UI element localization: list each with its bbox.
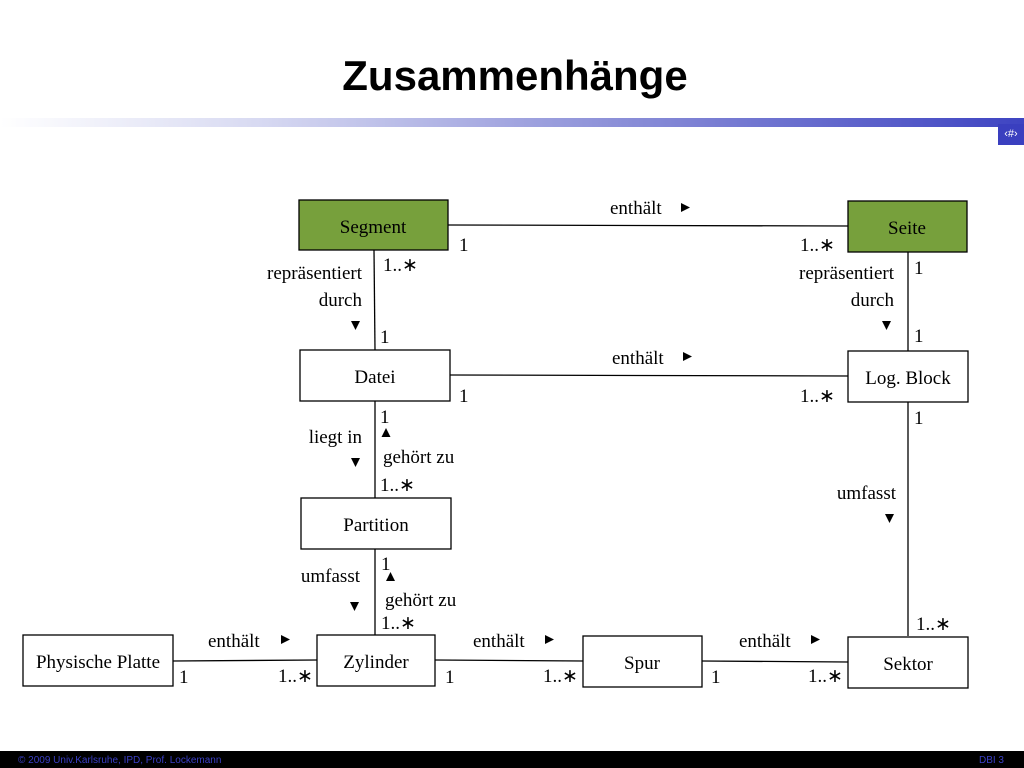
rel-segment-datei-label-1: repräsentiert bbox=[267, 263, 363, 284]
rel-datei-partition-label-left: liegt in bbox=[309, 427, 363, 448]
entity-platte-box bbox=[22, 634, 174, 687]
entity-seite-box bbox=[847, 200, 968, 253]
arrow-down-icon bbox=[350, 602, 359, 611]
footer: © 2009 Univ.Karlsruhe, IPD, Prof. Lockem… bbox=[0, 751, 1024, 768]
rel-segment-seite-label: enthält bbox=[610, 198, 662, 219]
arrow-up-icon bbox=[386, 572, 395, 581]
rel-seite-logblock-label-1: repräsentiert bbox=[799, 263, 895, 284]
entity-segment: Segment bbox=[340, 217, 407, 238]
arrow-right-icon bbox=[811, 635, 820, 644]
rel-datei-partition-mult-top: 1 bbox=[380, 407, 390, 428]
entity-segment-box bbox=[298, 199, 449, 251]
rel-seite-logblock-mult-top: 1 bbox=[914, 258, 924, 279]
rel-logblock-sektor-label: umfasst bbox=[837, 483, 897, 504]
line-platte-zylinder bbox=[172, 659, 318, 662]
line-zylinder-spur bbox=[434, 659, 584, 662]
arrow-down-icon bbox=[885, 514, 894, 523]
rel-segment-datei-mult-bottom: 1 bbox=[380, 327, 390, 348]
rel-segment-seite-mult-left: 1 bbox=[459, 235, 469, 256]
footer-copyright: © 2009 Univ.Karlsruhe, IPD, Prof. Lockem… bbox=[18, 755, 222, 766]
rel-datei-partition-label-right: gehört zu bbox=[383, 447, 455, 468]
arrow-up-icon bbox=[381, 428, 391, 437]
entity-datei: Datei bbox=[354, 367, 395, 388]
rel-datei-logblock-label: enthält bbox=[612, 348, 664, 369]
entity-logblock-box bbox=[847, 350, 969, 403]
line-segment-seite bbox=[447, 224, 849, 227]
entity-spur: Spur bbox=[624, 653, 661, 674]
footer-page: DBI 3 bbox=[978, 755, 1004, 766]
arrow-down-icon bbox=[351, 458, 360, 467]
arrow-right-icon bbox=[281, 635, 290, 644]
rel-spur-sektor-mult-right: 1..∗ bbox=[808, 666, 843, 687]
entity-partition-box bbox=[300, 497, 452, 550]
rel-partition-zylinder-mult-bottom: 1..∗ bbox=[381, 613, 416, 634]
rel-segment-seite-mult-right: 1..∗ bbox=[800, 235, 835, 256]
rel-logblock-sektor-mult-top: 1 bbox=[914, 408, 924, 429]
slide-number: ‹#› bbox=[998, 124, 1024, 145]
entity-partition: Partition bbox=[343, 515, 409, 536]
rel-partition-zylinder-label-left: umfasst bbox=[301, 566, 361, 587]
rel-logblock-sektor-mult-bottom: 1..∗ bbox=[916, 614, 951, 635]
rel-spur-sektor-mult-left: 1 bbox=[711, 667, 721, 688]
entity-spur-box bbox=[582, 635, 703, 688]
title-rule bbox=[0, 118, 1024, 127]
rel-zylinder-spur-mult-right: 1..∗ bbox=[543, 666, 578, 687]
arrow-right-icon bbox=[545, 635, 554, 644]
rel-seite-logblock-label-2: durch bbox=[851, 290, 895, 311]
rel-platte-zylinder-label: enthält bbox=[208, 631, 260, 652]
rel-datei-logblock-mult-left: 1 bbox=[459, 386, 469, 407]
entity-seite: Seite bbox=[888, 218, 926, 239]
rel-datei-partition-mult-bottom: 1..∗ bbox=[380, 475, 415, 496]
rel-partition-zylinder-mult-top: 1 bbox=[381, 554, 391, 575]
entity-sektor-box bbox=[847, 636, 969, 689]
rel-datei-logblock-mult-right: 1..∗ bbox=[800, 386, 835, 407]
arrow-right-icon bbox=[683, 352, 692, 361]
line-spur-sektor bbox=[701, 660, 849, 663]
line-segment-datei bbox=[373, 249, 376, 351]
entity-log-block: Log. Block bbox=[865, 368, 951, 389]
rel-segment-datei-label-2: durch bbox=[319, 290, 363, 311]
rel-zylinder-spur-label: enthält bbox=[473, 631, 525, 652]
entity-sektor: Sektor bbox=[883, 654, 933, 675]
rel-platte-zylinder-mult-right: 1..∗ bbox=[278, 666, 313, 687]
entity-zylinder: Zylinder bbox=[343, 652, 409, 673]
rel-partition-zylinder-label-right: gehört zu bbox=[385, 590, 457, 611]
rel-spur-sektor-label: enthält bbox=[739, 631, 791, 652]
rel-zylinder-spur-mult-left: 1 bbox=[445, 667, 455, 688]
entity-physische-platte: Physische Platte bbox=[36, 652, 160, 673]
slide-title: Zusammenhänge bbox=[342, 52, 688, 99]
arrow-right-icon bbox=[681, 203, 690, 212]
arrow-down-icon bbox=[351, 321, 360, 330]
rel-segment-datei-mult-top: 1..∗ bbox=[383, 255, 418, 276]
entity-datei-box bbox=[299, 349, 451, 402]
arrow-down-icon bbox=[882, 321, 891, 330]
entity-zylinder-box bbox=[316, 634, 436, 687]
rel-platte-zylinder-mult-left: 1 bbox=[179, 667, 189, 688]
rel-seite-logblock-mult-bottom: 1 bbox=[914, 326, 924, 347]
line-datei-logblock bbox=[449, 374, 849, 377]
